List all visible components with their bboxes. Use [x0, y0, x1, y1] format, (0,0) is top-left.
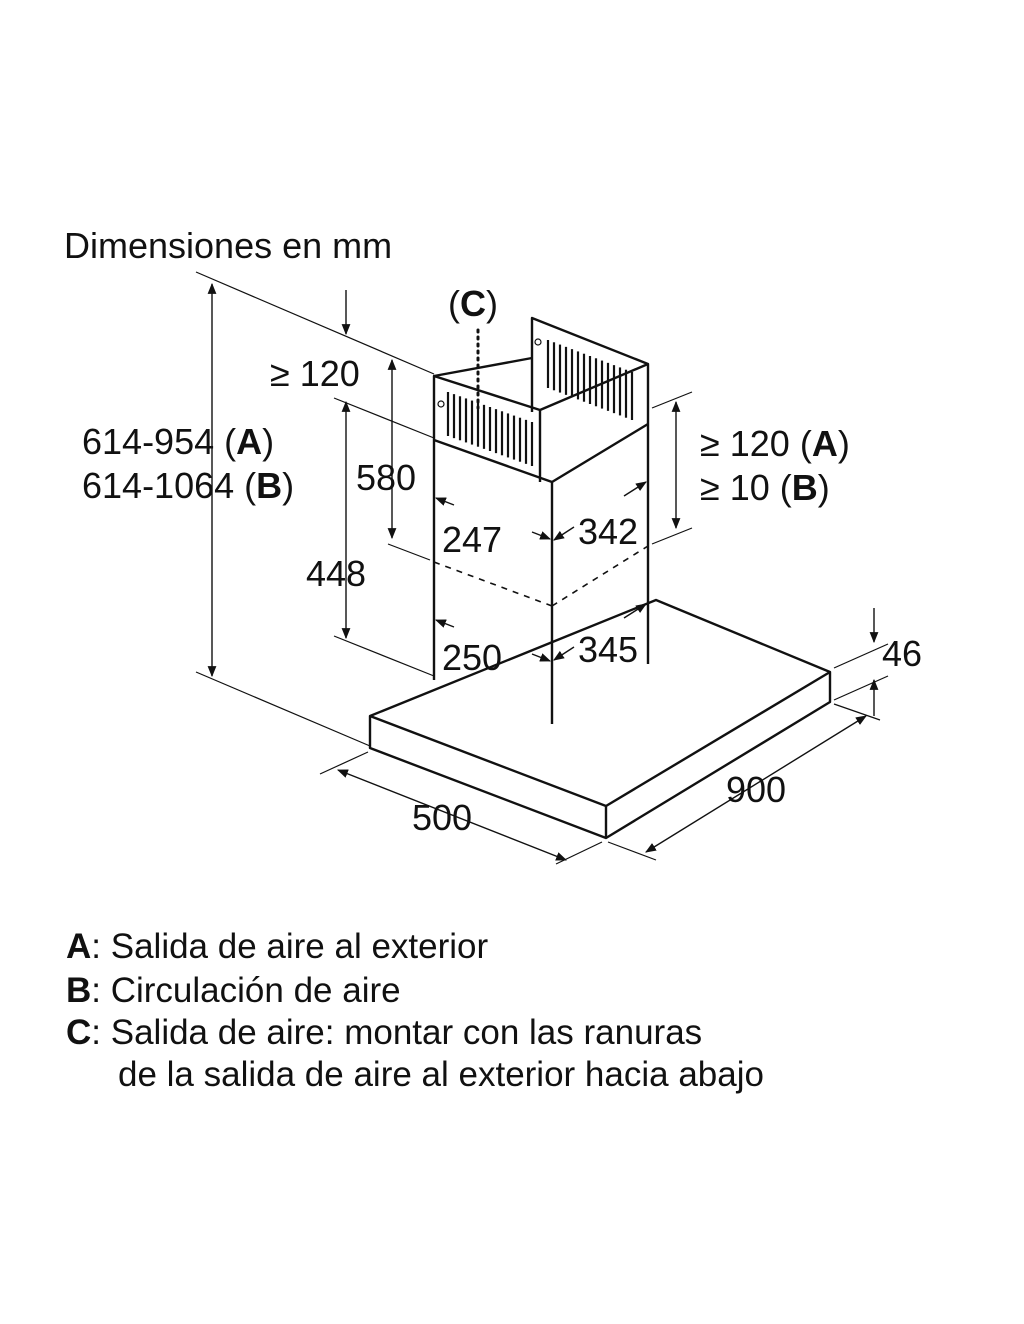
total-height-dimension: 614-954 (A) 614-1064 (B)	[82, 271, 435, 747]
upper-chimney-width-dimension: 247	[434, 497, 552, 560]
total-height-a-label: 614-954 (A)	[82, 421, 274, 462]
upper-chimney-width-label: 247	[442, 519, 502, 560]
top-clearance-label: ≥ 120	[270, 353, 360, 394]
chimney-overlap-dimension: ≥ 120 (A) ≥ 10 (B)	[651, 391, 850, 545]
lower-chimney	[432, 422, 650, 724]
lower-height-label: 448	[306, 553, 366, 594]
legend-item: de la salida de aire al exterior hacia a…	[118, 1055, 764, 1094]
canopy-thickness-dimension: 46	[833, 608, 922, 716]
legend-item: A: Salida de aire al exterior	[66, 927, 489, 966]
overlap-b-label: ≥ 10 (B)	[700, 467, 830, 508]
canopy-depth-dimension: 500	[319, 751, 603, 865]
vent-slots-icon	[446, 392, 534, 466]
lower-chimney-width-label: 250	[442, 637, 502, 678]
canopy-width-dimension: 900	[607, 703, 881, 861]
lower-height-dimension: 448	[306, 397, 435, 677]
upper-chimney-depth-dimension: 342	[553, 481, 647, 552]
upper-height-label: 580	[356, 457, 416, 498]
legend-item: C: Salida de aire: montar con las ranura…	[66, 1013, 702, 1052]
upper-chimney	[432, 316, 650, 482]
drawing-title: Dimensiones en mm	[64, 225, 392, 266]
canopy-depth-label: 500	[412, 797, 472, 838]
lower-chimney-depth-dimension: 345	[553, 603, 647, 670]
canopy-width-label: 900	[726, 769, 786, 810]
overlap-a-label: ≥ 120 (A)	[700, 423, 850, 464]
lower-chimney-depth-label: 345	[578, 629, 638, 670]
total-height-b-label: 614-1064 (B)	[82, 465, 294, 506]
upper-chimney-depth-label: 342	[578, 511, 638, 552]
legend: A: Salida de aire al exterior B: Circula…	[66, 927, 764, 1094]
vent-slots-icon	[546, 340, 634, 420]
callout-c-label: (C)	[448, 283, 498, 324]
canopy-thickness-label: 46	[882, 633, 922, 674]
legend-item: B: Circulación de aire	[66, 971, 401, 1010]
lower-chimney-width-dimension: 250	[434, 619, 552, 678]
top-clearance-dimension: ≥ 120	[270, 290, 360, 394]
upper-height-dimension: 580	[356, 358, 431, 561]
